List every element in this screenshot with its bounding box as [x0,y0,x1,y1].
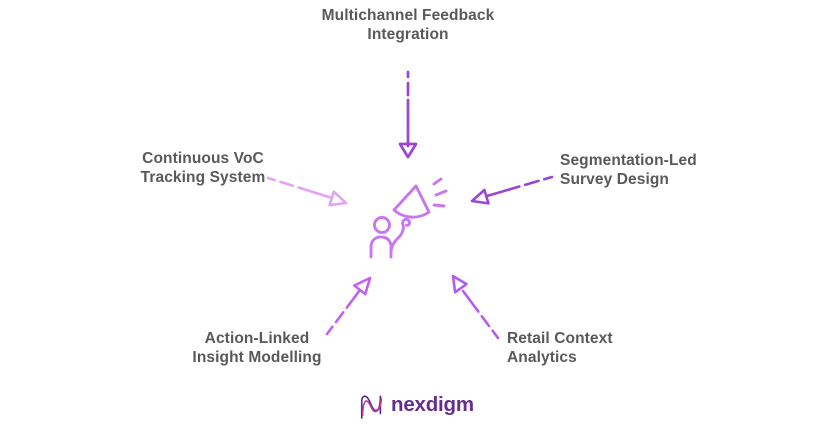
dashed-arrow-right [470,175,554,205]
diagram-node-label-right: Segmentation-Led Survey Design [560,152,697,188]
diagram-node-label-top: Multichannel Feedback Integration [321,7,495,43]
dashed-arrow-bottom-right [451,274,500,340]
dashed-arrow-top [398,70,418,159]
nexdigm-logo-icon [360,395,383,419]
diagram-node-label-bottom-right: Retail Context Analytics [507,330,613,366]
diagram-node-label-bottom-left: Action-Linked Insight Modelling [192,330,322,366]
nexdigm-wordmark: nexdigm [391,393,474,416]
dashed-arrow-bottom-left [325,276,372,336]
nexdigm-logo: nexdigm [358,390,474,420]
megaphone-person-icon [369,177,448,259]
dashed-arrow-left [266,176,348,207]
diagram-node-label-left: Continuous VoC Tracking System [140,150,266,186]
